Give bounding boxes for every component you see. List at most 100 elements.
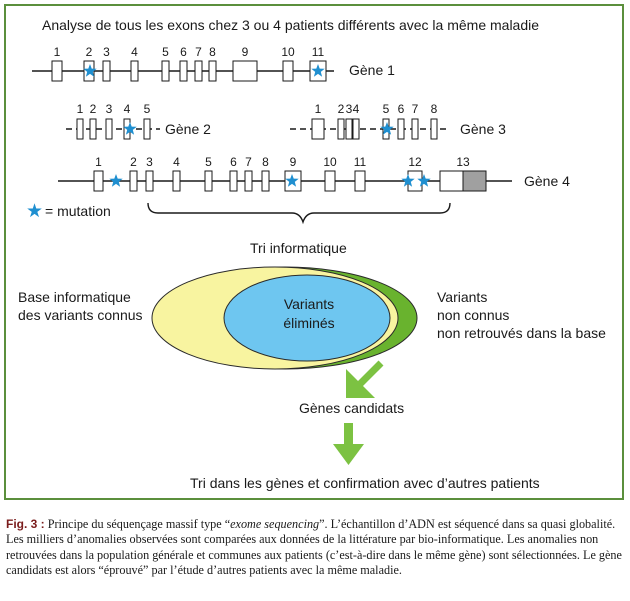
gene-4-exon-label: 7 <box>245 155 252 169</box>
gene-1-exon-label: 4 <box>131 45 138 59</box>
gene-1-exon-label: 8 <box>209 45 216 59</box>
gene-1-exon-7 <box>194 60 203 82</box>
diagram-header: Analyse de tous les exons chez 3 ou 4 pa… <box>42 17 539 33</box>
gene-4-exon-13-utr <box>462 170 487 192</box>
gene-1-exon-6 <box>179 60 188 82</box>
gene-1-exon-label: 6 <box>180 45 187 59</box>
gene-4-exon-2 <box>129 170 138 192</box>
gene-1-exon-10 <box>282 60 294 82</box>
final-step-label: Tri dans les gènes et confirmation avec … <box>190 475 540 491</box>
gene-3-exon-label: 6 <box>398 102 405 116</box>
gene-4-exon-label: 1 <box>95 155 102 169</box>
caption-emphasis: exome sequencing <box>230 517 320 531</box>
gene-4-exon-label: 5 <box>205 155 212 169</box>
gene-1-exon-3 <box>102 60 111 82</box>
unknown-label-line3: non retrouvés dans la base <box>437 325 606 341</box>
gene-3-exon-7 <box>411 118 419 140</box>
gene-1-exon-label: 9 <box>242 45 249 59</box>
gene-4-exon-label: 3 <box>146 155 153 169</box>
gene-4-exon-label: 11 <box>354 155 367 169</box>
gene-4-exon-7 <box>244 170 253 192</box>
gene-3-exon-label: 5 <box>383 102 390 116</box>
gene-4-exon-10 <box>324 170 336 192</box>
mutation-star-icon <box>401 174 415 187</box>
gene-3-exon-label: 3 <box>346 102 353 116</box>
gene-1-exon-label: 2 <box>86 45 93 59</box>
gene-1-exon-5 <box>161 60 170 82</box>
gene-3-exon-label: 4 <box>353 102 360 116</box>
gene-1-exon-label: 5 <box>162 45 169 59</box>
figure-frame <box>4 4 624 500</box>
gene-2-exon-1 <box>76 118 84 140</box>
gene-3-exon-1 <box>311 118 325 140</box>
down-arrow-icon <box>333 423 364 465</box>
mutation-star-icon <box>123 122 137 135</box>
mutation-star-icon <box>83 64 97 77</box>
mutation-star-icon <box>109 174 123 187</box>
mutation-legend-label: = mutation <box>45 203 111 219</box>
eliminated-label-line2: éliminés <box>283 315 334 331</box>
gene-1-name: Gène 1 <box>349 62 395 78</box>
tri-informatique-label: Tri informatique <box>250 240 347 256</box>
caption-text-part2: ”. L’échantillon d’ADN est séquencé dans… <box>6 517 622 577</box>
gene-2-exon-label: 4 <box>124 102 131 116</box>
gene-3-exon-8 <box>430 118 438 140</box>
known-db-label-line2: des variants connus <box>18 307 143 323</box>
gene-1-exon-label: 11 <box>312 45 325 59</box>
gene-4-exon-6 <box>229 170 238 192</box>
gene-1-exon-4 <box>130 60 139 82</box>
known-db-label-line1: Base informatique <box>18 289 131 305</box>
gene-1-exon-label: 10 <box>281 45 295 59</box>
gene-2-name: Gène 2 <box>165 121 211 137</box>
mutation-star-icon <box>380 122 394 135</box>
gene-1-exon-1 <box>51 60 63 82</box>
variant-venn: Variants éliminés <box>151 266 418 370</box>
gene-1-exon-label: 7 <box>195 45 202 59</box>
gene-3-exon-2 <box>337 118 345 140</box>
gene-3-exon-6 <box>397 118 405 140</box>
gene-4-exon-4 <box>172 170 181 192</box>
gene-1-exon-label: 1 <box>54 45 61 59</box>
mutation-star-icon <box>311 64 325 77</box>
eliminated-label-line1: Variants <box>284 296 334 312</box>
gene-3-exon-3 <box>345 118 353 140</box>
gene-2-exon-5 <box>143 118 151 140</box>
gene-4-exon-label: 10 <box>323 155 337 169</box>
figure-caption: Fig. 3 : Principe du séquençage massif t… <box>6 517 624 578</box>
candidate-genes-label: Gènes candidats <box>299 400 404 416</box>
gene-4-exon-5 <box>204 170 213 192</box>
gene-4-exon-label: 6 <box>230 155 237 169</box>
gene-4-exon-13-coding <box>439 170 464 192</box>
mutation-star-icon <box>417 174 431 187</box>
gene-4-exon-11 <box>354 170 366 192</box>
gene-1-exon-9 <box>232 60 258 82</box>
diagram: Analyse de tous les exons chez 3 ou 4 pa… <box>18 17 606 491</box>
gene-4-exon-label: 12 <box>408 155 422 169</box>
gene-3-exon-label: 1 <box>315 102 322 116</box>
gene-4-exon-label: 4 <box>173 155 180 169</box>
unknown-label-line1: Variants <box>437 289 487 305</box>
gene-4-exon-label: 2 <box>130 155 137 169</box>
gene-4-name: Gène 4 <box>524 173 570 189</box>
diagonal-arrow-icon <box>346 360 384 398</box>
gene-1-exon-label: 3 <box>103 45 110 59</box>
gene-2-exon-label: 2 <box>90 102 97 116</box>
unknown-label-line2: non connus <box>437 307 509 323</box>
gene-2-exon-label: 5 <box>144 102 151 116</box>
mutation-star-icon: ★ <box>26 200 43 222</box>
mutation-star-icon <box>285 174 299 187</box>
caption-figure-label: Fig. 3 : <box>6 517 45 531</box>
gene-4-exon-label: 8 <box>262 155 269 169</box>
caption-text-part1: Principe du séquençage massif type “ <box>44 517 231 531</box>
gene-3-exon-4 <box>352 118 360 140</box>
gene-3-exon-label: 2 <box>338 102 345 116</box>
grouping-brace <box>147 202 451 225</box>
gene-3-exon-label: 8 <box>431 102 438 116</box>
gene-4-exon-1 <box>93 170 104 192</box>
gene-3-exon-label: 7 <box>412 102 419 116</box>
gene-2-exon-2 <box>89 118 97 140</box>
mutation-legend: ★ = mutation <box>26 200 111 222</box>
